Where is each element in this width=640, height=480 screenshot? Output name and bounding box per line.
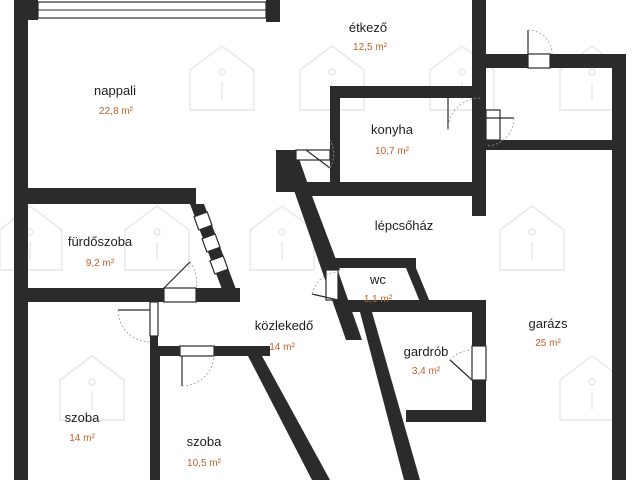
room-name-wc: wc [369, 272, 386, 287]
room-area-wc: 1,1 m² [364, 294, 393, 305]
door-furdoszoba [163, 261, 198, 303]
room-area-konyha: 10,7 m² [375, 146, 410, 157]
room-area-nappali: 22,8 m² [99, 106, 134, 117]
room-area-szoba-1: 14 m² [69, 433, 95, 444]
room-name-szoba-2: szoba [187, 434, 222, 449]
room-labels: étkező 12,5 m² nappali 22,8 m² konyha 10… [65, 20, 568, 469]
watermark-house-icon [499, 205, 565, 271]
watermark-house-icon [59, 355, 125, 421]
watermark-house-icon [124, 205, 190, 271]
room-name-gardrob: gardrób [404, 344, 449, 359]
room-area-gardrob: 3,4 m² [412, 366, 441, 377]
room-area-etkezo: 12,5 m² [353, 42, 388, 53]
watermark-house-icon [189, 45, 255, 111]
door-wc [311, 269, 339, 301]
room-area-szoba-2: 10,5 m² [187, 458, 222, 469]
door-corridor-top [295, 139, 335, 169]
doors [117, 29, 553, 387]
room-name-nappali: nappali [94, 83, 136, 98]
room-area-garazs: 25 m² [535, 338, 561, 349]
watermark-house-icon [249, 205, 315, 271]
room-name-garazs: garázs [528, 316, 568, 331]
room-name-etkezo: étkező [349, 20, 387, 35]
room-name-szoba-1: szoba [65, 410, 100, 425]
door-szoba1 [117, 301, 159, 343]
door-szoba2 [179, 345, 215, 387]
room-name-furdoszoba: fürdőszoba [68, 234, 133, 249]
door-konyha [485, 109, 515, 147]
door-konyha-left [447, 97, 481, 131]
door-etkezo-right [527, 29, 553, 69]
room-area-kozlekedo: 14 m² [269, 342, 295, 353]
room-area-furdoszoba: 9,2 m² [86, 258, 115, 269]
room-name-kozlekedo: közlekedő [255, 318, 314, 333]
watermark-house-icon [0, 205, 63, 271]
room-name-lepcsohaz: lépcsőház [375, 218, 434, 233]
door-gardrob [449, 345, 487, 381]
room-name-konyha: konyha [371, 122, 414, 137]
